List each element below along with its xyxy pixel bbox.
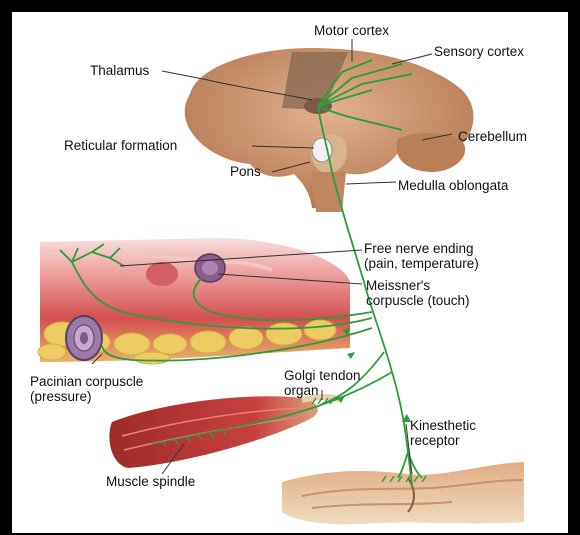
joint	[282, 462, 524, 524]
label-sensory-cortex: Sensory cortex	[434, 44, 524, 59]
label-kinesthetic-line1: Kinesthetic	[410, 418, 476, 433]
label-golgi-line2: organ	[284, 383, 361, 398]
label-meissner: Meissner's corpuscle (touch)	[366, 278, 470, 308]
label-kinesthetic-line2: receptor	[410, 433, 476, 448]
label-cerebellum: Cerebellum	[458, 129, 527, 144]
cerebellum-shape	[397, 133, 465, 172]
label-meissner-line1: Meissner's	[366, 278, 470, 293]
label-golgi-line1: Golgi tendon	[284, 368, 361, 383]
label-muscle-spindle: Muscle spindle	[106, 474, 195, 489]
label-pacinian-line1: Pacinian corpuscle	[30, 374, 143, 389]
label-free-nerve-ending-line1: Free nerve ending	[364, 241, 479, 256]
muscle	[109, 396, 340, 468]
dermal-papilla	[146, 262, 178, 286]
muscle-belly	[109, 396, 317, 468]
sensory-pathways-illustration	[12, 12, 568, 533]
label-reticular-formation: Reticular formation	[64, 138, 177, 153]
label-free-nerve-ending: Free nerve ending (pain, temperature)	[364, 241, 479, 271]
label-free-nerve-ending-line2: (pain, temperature)	[364, 256, 479, 271]
label-golgi-tendon: Golgi tendon organ	[284, 368, 361, 398]
label-kinesthetic: Kinesthetic receptor	[410, 418, 476, 448]
label-thalamus: Thalamus	[90, 63, 149, 78]
label-motor-cortex: Motor cortex	[314, 23, 389, 38]
label-pacinian: Pacinian corpuscle (pressure)	[30, 374, 143, 404]
label-medulla: Medulla oblongata	[398, 178, 508, 193]
label-pons: Pons	[230, 164, 261, 179]
label-pacinian-line2: (pressure)	[30, 389, 143, 404]
medulla-leader	[346, 182, 396, 184]
label-meissner-line2: corpuscle (touch)	[366, 293, 470, 308]
diagram-frame: Motor cortex Sensory cortex Thalamus Ret…	[12, 12, 568, 533]
